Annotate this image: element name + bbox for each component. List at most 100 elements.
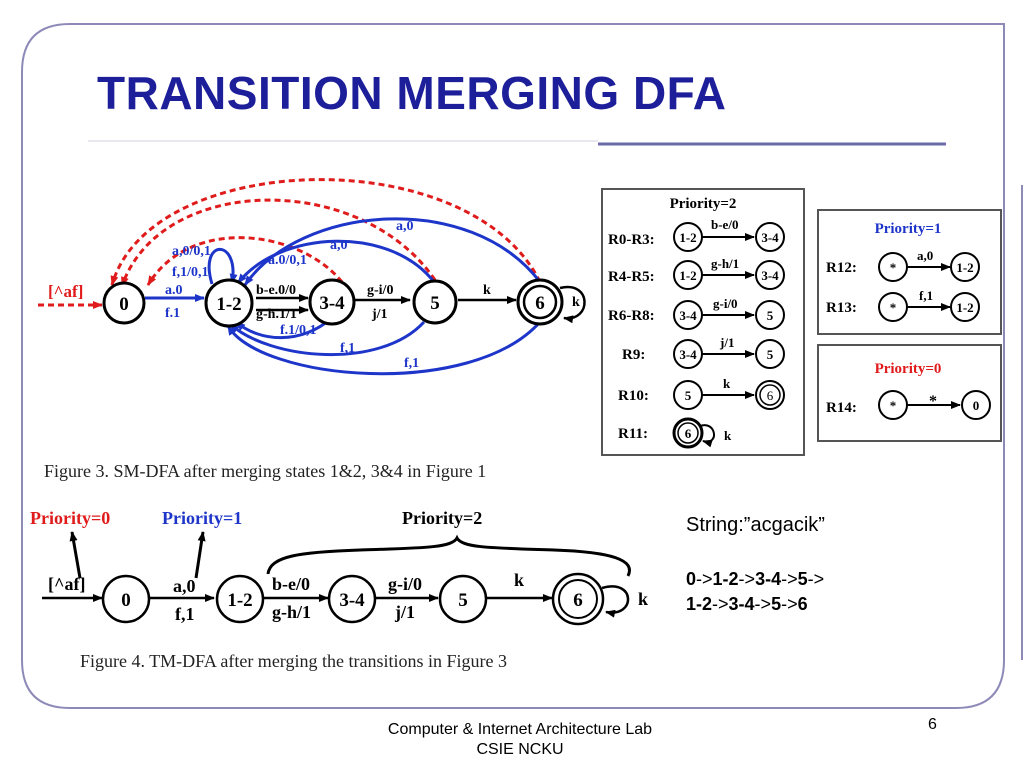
fig3-label-j: j/1 — [371, 307, 388, 322]
fig4-label-k-self: k — [638, 589, 648, 609]
svg-text:*: * — [890, 260, 897, 275]
fig3-label-f1-01: f,1/0,1 — [172, 265, 209, 280]
rule-r4-r5-name: R4-R5: — [608, 269, 655, 285]
fig4-label-a0: a,0 — [173, 576, 196, 596]
rules1-title: Priority=1 — [875, 221, 942, 237]
fig4-label-gi0: g-i/0 — [388, 574, 422, 594]
fig3-label-a0-red: a,0 — [396, 219, 414, 234]
rules-priority-1-box: Priority=1 R12: * a,0 1-2 R13: * f,1 1-2 — [817, 209, 1002, 335]
svg-text:5: 5 — [458, 590, 468, 611]
fig3-label-k: k — [483, 283, 491, 298]
fig4-caption: Figure 4. TM-DFA after merging the trans… — [80, 651, 507, 671]
fig3-state-0: 0 — [102, 281, 146, 325]
svg-text:b-e/0: b-e/0 — [711, 217, 738, 232]
footer: Computer & Internet Architecture Lab CSI… — [300, 720, 740, 760]
svg-text:5: 5 — [767, 308, 774, 323]
fig4-label-gh1: g-h/1 — [272, 602, 311, 622]
svg-text:0: 0 — [119, 294, 129, 315]
svg-text:0: 0 — [973, 398, 980, 413]
fig3-red-edges — [38, 178, 542, 309]
fig3-label-gh: g-h.1/1 — [256, 307, 297, 322]
svg-text:*: * — [890, 398, 897, 413]
svg-text:3-4: 3-4 — [761, 230, 779, 245]
svg-text:6: 6 — [573, 590, 583, 611]
fig4-priority-1: Priority=1 — [162, 508, 242, 528]
svg-text:k: k — [724, 428, 732, 443]
fig4-priority-0: Priority=0 — [30, 508, 110, 528]
fig4-state-0: 0 — [101, 574, 151, 624]
rule-r9-name: R9: — [622, 347, 645, 363]
svg-text:g-h/1: g-h/1 — [711, 256, 739, 271]
fig3-label-f1a: f,1 — [340, 341, 355, 356]
fig4-state-3-4: 3-4 — [327, 574, 377, 624]
fig3-states: 0 1-2 3-4 5 6 — [102, 278, 564, 328]
svg-text:1-2: 1-2 — [216, 294, 241, 315]
rule-r14-name: R14: — [826, 400, 857, 416]
rule-r0-r3-name: R0-R3: — [608, 232, 655, 248]
fig4-state-1-2: 1-2 — [215, 574, 265, 624]
rules-priority-2-box: Priority=2 R0-R3: 1-2 b-e/0 3-4 R4-R5: 1… — [601, 188, 805, 456]
fig3-label-f1: f.1 — [165, 306, 180, 321]
svg-text:1-2: 1-2 — [679, 268, 696, 283]
rule-r13-name: R13: — [826, 300, 857, 316]
rule-r11-name: R11: — [618, 426, 648, 442]
svg-text:a,0: a,0 — [917, 248, 933, 263]
svg-text:k: k — [723, 376, 731, 391]
svg-text:1-2: 1-2 — [679, 230, 696, 245]
footer-dept: CSIE NCKU — [476, 741, 564, 758]
svg-text:3-4: 3-4 — [679, 347, 697, 362]
fig3-caption: Figure 3. SM-DFA after merging states 1&… — [44, 461, 486, 481]
rules-priority-0-box: Priority=0 R14: * * 0 — [817, 344, 1002, 442]
fig4-label-j1: j/1 — [394, 602, 415, 622]
svg-text:6: 6 — [535, 293, 545, 314]
fig4-label-k: k — [514, 570, 524, 590]
fig4-start-label: [^af] — [48, 574, 85, 594]
rule-r6-r8-name: R6-R8: — [608, 308, 655, 324]
svg-text:0: 0 — [121, 590, 131, 611]
fig4-state-6: 6 — [551, 572, 605, 626]
path-line-1: 0->1-2->3-4->5-> — [686, 569, 824, 589]
fig3-labels: [^af] a,0/0,1 f,1/0,1 a.0 f.1 b-e.0/0 g-… — [48, 219, 580, 371]
fig3-label-a0-blue: a,0 — [330, 238, 348, 253]
string-panel: String:”acgacik” 0->1-2->3-4->5-> 1-2->3… — [686, 514, 825, 614]
fig3-state-5: 5 — [412, 279, 458, 325]
path-line-2: 1-2->3-4->5->6 — [686, 594, 808, 614]
figure-4-diagram: Priority=0 Priority=1 Priority=2 0 1-2 3… — [30, 508, 648, 671]
fig3-state-3-4: 3-4 — [308, 278, 356, 326]
rule-r10-name: R10: — [618, 388, 649, 404]
svg-text:6: 6 — [767, 388, 774, 403]
page-number: 6 — [928, 716, 937, 733]
svg-text:5: 5 — [685, 388, 692, 403]
fig3-label-a0: a.0 — [165, 283, 183, 298]
fig3-blue-edges — [145, 217, 542, 376]
svg-text:3-4: 3-4 — [679, 308, 697, 323]
svg-text:6: 6 — [685, 426, 692, 441]
fig3-state-6: 6 — [516, 278, 564, 326]
slide-title: TRANSITION MERGING DFA — [97, 67, 727, 119]
fig3-label-a001: a.0/0,1 — [268, 253, 307, 268]
footer-lab-name: Computer & Internet Architecture Lab — [387, 721, 653, 738]
svg-text:g-i/0: g-i/0 — [713, 296, 738, 311]
svg-text:1-2: 1-2 — [956, 300, 973, 315]
fig3-label-gi: g-i/0 — [367, 283, 393, 298]
svg-text:3-4: 3-4 — [319, 293, 345, 314]
svg-text:1-2: 1-2 — [956, 260, 973, 275]
fig4-label-f1: f,1 — [175, 604, 195, 624]
fig3-start-label: [^af] — [48, 282, 83, 301]
svg-text:j/1: j/1 — [719, 335, 734, 350]
fig3-state-1-2: 1-2 — [204, 278, 254, 328]
fig3-label-f101: f.1/0,1 — [280, 323, 317, 338]
svg-text:*: * — [929, 393, 937, 410]
svg-text:f,1: f,1 — [919, 288, 933, 303]
fig3-label-be: b-e.0/0 — [256, 283, 296, 298]
svg-text:*: * — [890, 300, 897, 315]
rule-r12-name: R12: — [826, 260, 857, 276]
fig3-label-f1b: f,1 — [404, 356, 419, 371]
fig4-priority-2: Priority=2 — [402, 508, 482, 528]
fig3-black-edges — [256, 285, 586, 324]
svg-text:5: 5 — [430, 293, 440, 314]
svg-text:1-2: 1-2 — [227, 590, 252, 611]
string-label: String:”acgacik” — [686, 514, 825, 536]
